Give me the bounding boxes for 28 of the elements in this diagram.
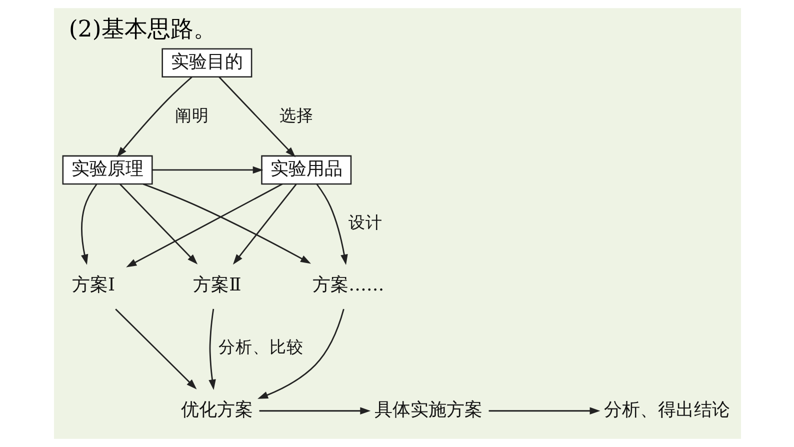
node-box: 实验用品 <box>260 155 352 185</box>
arrow <box>316 184 348 265</box>
arrow <box>114 308 196 390</box>
arrow <box>80 184 97 265</box>
arrow <box>152 166 263 174</box>
arrow <box>116 76 192 158</box>
arrow <box>257 308 344 399</box>
arrow <box>119 184 198 264</box>
node-text: 具体实施方案 <box>374 400 482 421</box>
node-text: 方案…… <box>312 274 384 296</box>
edge-label: 分析、比较 <box>218 338 303 357</box>
arrow <box>208 308 216 390</box>
node-text: 方案Ⅱ <box>192 274 241 296</box>
arrow <box>126 183 282 268</box>
node-text: 优化方案 <box>180 400 253 421</box>
diagram-title: (2)基本思路。 <box>68 16 216 43</box>
edge-label: 设计 <box>348 212 382 232</box>
arrow <box>488 407 600 415</box>
node-box: 实验目的 <box>161 48 252 78</box>
node-text: 方案Ⅰ <box>71 274 115 296</box>
arrow <box>258 407 370 415</box>
arrow <box>218 76 296 158</box>
node-box: 实验原理 <box>62 155 152 185</box>
node-text: 分析、得出结论 <box>604 400 730 421</box>
arrow <box>142 183 310 264</box>
edge-label: 选择 <box>279 106 314 125</box>
arrow <box>232 184 296 265</box>
edge-label: 阐明 <box>174 106 209 125</box>
